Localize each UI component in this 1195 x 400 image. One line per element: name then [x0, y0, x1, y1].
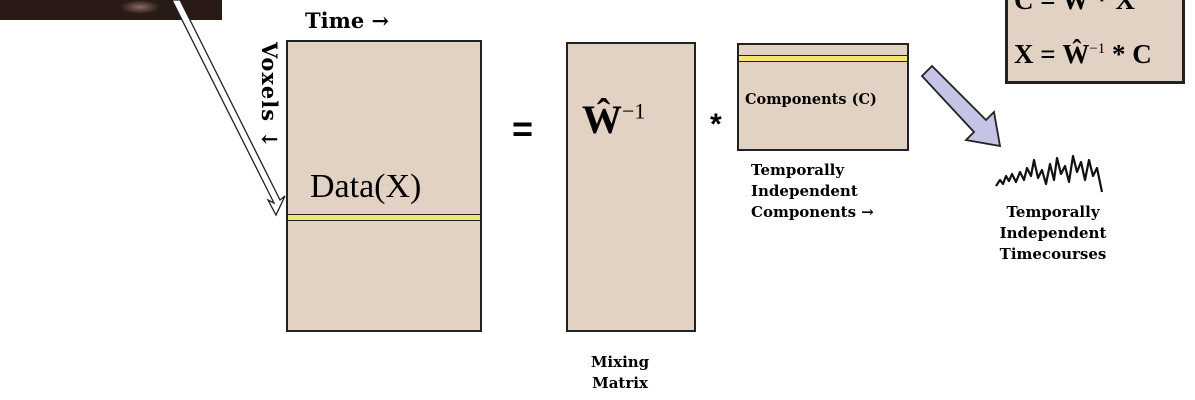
- timecourse-waveform-icon: [995, 154, 1104, 193]
- formula-line-1: C = W * X: [1014, 0, 1135, 15]
- data-highlight-row: [288, 214, 480, 221]
- components-highlight-row: [739, 55, 907, 62]
- data-matrix: Data(X): [286, 40, 482, 332]
- equals-sign: =: [512, 108, 534, 149]
- components-matrix-label: Components (C): [745, 91, 877, 108]
- multiply-sign: *: [710, 108, 722, 141]
- mixing-matrix-symbol: Ŵ−1: [582, 97, 646, 142]
- components-caption: Temporally Independent Components →: [751, 161, 874, 221]
- mixing-matrix: Ŵ−1: [566, 42, 696, 332]
- down-right-arrow-icon: [920, 64, 1002, 148]
- mixing-matrix-caption: Mixing Matrix: [590, 353, 650, 392]
- formula-line-2: X = Ŵ−1 * C: [1014, 39, 1152, 69]
- components-matrix: Components (C): [737, 43, 909, 151]
- data-matrix-label: Data(X): [310, 168, 422, 205]
- timecourse-caption: Temporally Independent Timecourses: [999, 203, 1107, 263]
- voxels-axis-label: Voxels ↓: [257, 42, 282, 149]
- brain-image: [0, 0, 222, 20]
- formula-box: C = W * X X = Ŵ−1 * C: [1005, 0, 1185, 84]
- time-axis-label: Time →: [305, 8, 390, 33]
